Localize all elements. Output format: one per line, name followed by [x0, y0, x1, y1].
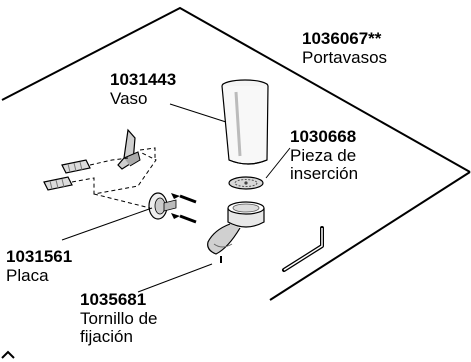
part-number-tornillo: 1035681 — [80, 290, 147, 309]
part-name-tornillo-line1: Tornillo de — [80, 308, 158, 328]
plate-drawing — [148, 192, 177, 220]
label-portavasos: 1036067** Portavasos — [302, 29, 388, 67]
part-number-vaso: 1031443 — [110, 70, 177, 89]
part-number-portavasos: 1036067** — [302, 29, 382, 48]
corner-mark — [1, 350, 15, 359]
part-name-placa: Placa — [6, 265, 49, 285]
leader-lines — [61, 103, 291, 293]
part-name-vaso: Vaso — [110, 88, 148, 108]
part-number-placa: 1031561 — [6, 247, 73, 266]
screws-drawing — [171, 193, 197, 224]
label-placa: 1031561 Placa — [6, 247, 73, 285]
insert-drawing — [228, 176, 264, 190]
part-name-portavasos: Portavasos — [302, 47, 388, 67]
anchors-drawing — [43, 159, 91, 191]
label-insercion: 1030668 Pieza de inserción — [290, 127, 359, 184]
bracket-drawing — [117, 128, 141, 170]
part-number-insercion: 1030668 — [290, 127, 357, 146]
part-name-tornillo-line2: fijación — [80, 327, 133, 347]
part-name-insercion-line1: Pieza de — [290, 145, 357, 165]
label-vaso: 1031443 Vaso — [110, 70, 177, 108]
assembly-guides — [71, 147, 157, 209]
wall-outline — [1, 6, 471, 173]
wall-outline-lower — [269, 171, 471, 301]
label-tornillo: 1035681 Tornillo de fijación — [80, 290, 158, 347]
glass-drawing — [221, 79, 269, 165]
holder-drawing — [207, 201, 265, 263]
part-name-insercion-line2: inserción — [290, 164, 359, 184]
